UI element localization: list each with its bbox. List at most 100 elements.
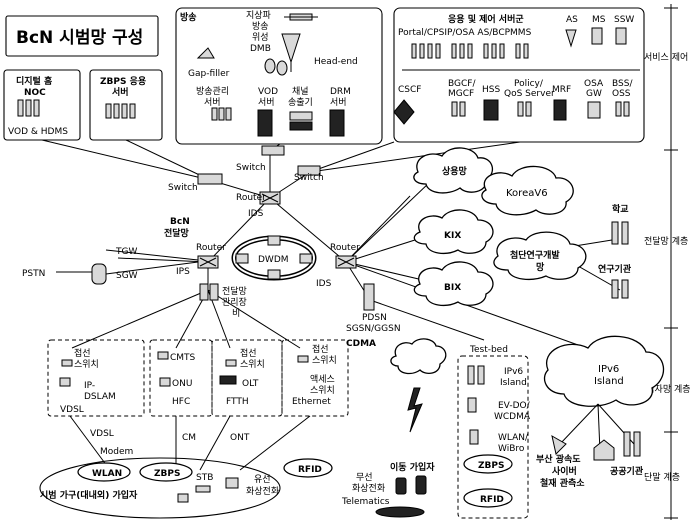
testbed-label: Test-bed: [469, 345, 508, 355]
home-ellipse: [39, 457, 281, 519]
core-label-2: 전달망: [164, 227, 190, 239]
bix-cloud: BIX: [413, 261, 494, 307]
dish-icons: [264, 58, 288, 76]
satellite-label-1: 지상파: [246, 10, 272, 21]
bgcf-label-1: BGCF/: [448, 79, 476, 89]
zbps-label: ZBPS: [154, 469, 180, 479]
hss-label: HSS: [482, 85, 500, 95]
ipv6-label-2: Island: [594, 376, 624, 387]
home-subscriber-label: 시범 가구(대내외) 가입자: [40, 489, 138, 501]
ethernet-label: Ethernet: [292, 397, 331, 407]
satellite-icon: [284, 13, 318, 21]
router-left-label: Router: [196, 243, 226, 253]
switch-right-label: Switch: [294, 173, 324, 183]
broadcast-group: 방송 지상파 방송 위성 DMB Head-end Gap-filler 방송관…: [175, 7, 383, 145]
ont-label: ONT: [230, 433, 250, 443]
layer-scale: 서비스 제어 계층 전달망 계층 가입자망 계층 단말 계층: [638, 4, 690, 520]
testbed-ipv6-label-1: IPv6: [504, 367, 523, 377]
cm-label: CM: [182, 433, 196, 443]
head-end-label: Head-end: [314, 57, 358, 67]
app-servers-heading: 응용 및 제어 서버군: [448, 13, 524, 25]
pdsn-label-1: PDSN: [362, 313, 387, 323]
layer-label-service: 서비스 제어 계층: [644, 51, 690, 63]
satellite-label-2: 방송: [252, 21, 269, 32]
mobile-cloud: [390, 338, 447, 433]
switch-top: [261, 145, 285, 156]
zbps-server-group: ZBPS 응용 서버: [89, 69, 163, 141]
ipv6-terminals: 부산 광속도 사이버 철재 관측소 공공기관: [536, 431, 644, 489]
vdsl-switch-label-1: 접선: [74, 347, 91, 359]
access-vdsl-label: VDSL: [60, 405, 84, 415]
ftth-switch-label-1: 접선: [240, 347, 257, 359]
ids-top-label: IDS: [248, 209, 264, 219]
ftth-switch-label-2: 스위치: [240, 358, 265, 370]
ipv6-cloud: IPv6 Island: [543, 335, 665, 453]
public-label: 공공기관: [610, 465, 644, 477]
mobile-subscriber-label: 이동 가입자: [390, 461, 435, 473]
page-title: BcN 시범망 구성: [16, 28, 143, 48]
switch-left: [197, 173, 223, 185]
stb-label: STB: [196, 473, 213, 483]
tgw-label: TGW: [115, 247, 137, 257]
home-terminals: WLAN ZBPS STB 유선 화상전화 RFID 시범 가구(대내외) 가입…: [39, 457, 333, 519]
busan-label-1: 부산 광속도: [536, 453, 581, 465]
telematics-label: Telematics: [341, 497, 390, 507]
evdo-label-1: EV-DO/: [498, 401, 531, 411]
busan-label-2: 사이버: [552, 465, 577, 477]
vod-server-label-2: 서버: [258, 97, 275, 108]
wlan-pill: [77, 462, 131, 482]
onu-label: ONU: [172, 379, 192, 389]
koreav6-label: KoreaV6: [506, 188, 548, 199]
policy-label-2: QoS Server: [504, 89, 555, 99]
mobile-core-group: PDSN SGSN/GGSN CDMA: [346, 283, 401, 349]
sgw-label: SGW: [116, 271, 138, 281]
research-label-2: 망: [536, 261, 545, 273]
router-right-label: Router: [330, 243, 360, 253]
satellite-label-3: 위성: [252, 32, 269, 43]
cdma-label: CDMA: [346, 339, 376, 349]
access-switch-label-1: 액세스: [310, 373, 335, 385]
layer-label-terminal: 단말 계층: [644, 471, 680, 483]
osa-label-2: GW: [586, 89, 602, 99]
drm-server-label-2: 서버: [330, 97, 347, 108]
mobile-terminals: 이동 가입자 무선 화상전화 Telematics: [341, 461, 435, 518]
management-group: 전달망 관리장 비: [199, 283, 247, 319]
title-box: [5, 15, 159, 57]
koreav6-cloud: KoreaV6: [481, 165, 574, 216]
eth-switch-label-1: 접선: [312, 343, 329, 355]
vdsl-switch-label-2: 스위치: [74, 358, 99, 370]
testbed-rfid-label: RFID: [480, 495, 504, 505]
gap-filler-icon: [196, 47, 215, 59]
drm-server-label-1: DRM: [330, 87, 351, 97]
ipv6-label-1: IPv6: [598, 364, 619, 375]
bix-label: BIX: [444, 283, 461, 293]
policy-label-1: Policy/: [514, 79, 544, 89]
eth-switch-label-2: 스위치: [312, 354, 337, 366]
satellite-label-4: DMB: [250, 44, 271, 54]
portal-label: Portal/CPSIP/OSA AS/BCPMMS: [398, 28, 532, 38]
router-nodes: Router IDS Router IPS Router IDS: [176, 191, 360, 289]
wireless-phone-label-1: 무선: [356, 472, 373, 483]
digital-home-group: 디지털 홈 NOC VOD & HDMS: [3, 69, 81, 141]
pdsn-icon: [363, 283, 375, 311]
channel-tx-label-2: 송출기: [288, 97, 313, 108]
core-label-1: BcN: [170, 217, 190, 227]
as-label: AS: [566, 15, 578, 25]
dslam-label-2: DSLAM: [84, 392, 116, 402]
router-top-label: Router: [236, 193, 266, 203]
gap-filler-label: Gap-filler: [188, 69, 230, 79]
control-server-icons: [393, 99, 630, 125]
mgmt-server-label-1: 방송관리: [196, 86, 229, 97]
dwdm-ring: DWDM: [231, 235, 317, 281]
pstn-switch-icon: [91, 263, 107, 285]
dslam-label-1: IP-: [84, 381, 95, 391]
testbed-zbps-pill: [463, 454, 513, 474]
modem-label: Modem: [100, 447, 133, 457]
access-switch-label-2: 스위치: [310, 384, 335, 396]
access-group: 접선 스위치 IP- DSLAM VDSL CMTS ONU HFC 접선 스위…: [47, 339, 349, 471]
school-group: 학교 연구기관: [598, 203, 632, 299]
pstn-group: PSTN TGW SGW: [22, 247, 199, 285]
digital-home-label-1: 디지털 홈: [16, 75, 52, 87]
mrf-label: MRF: [552, 85, 571, 95]
